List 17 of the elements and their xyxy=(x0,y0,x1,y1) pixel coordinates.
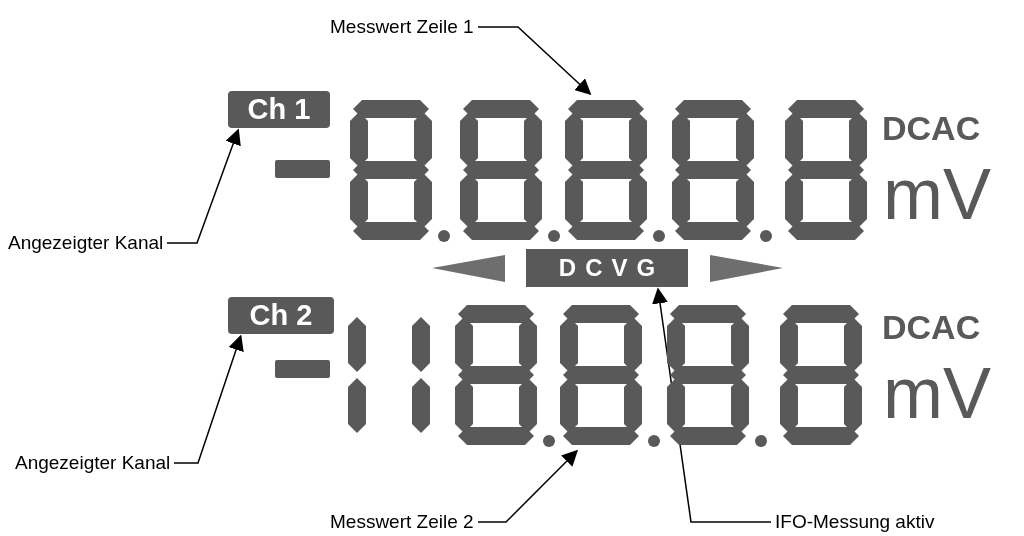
leader-arrow xyxy=(173,334,244,464)
channel-indicator: Ch 2 xyxy=(228,297,334,334)
unit-label: DCAC xyxy=(882,309,981,345)
unit-label: mV xyxy=(883,357,991,429)
channel-indicator: Ch 1 xyxy=(228,91,330,128)
leader-arrow xyxy=(477,26,592,96)
leader-arrow xyxy=(477,449,579,523)
callout-text: Messwert Zeile 1 xyxy=(330,16,474,38)
callout-text: Messwert Zeile 2 xyxy=(330,511,474,533)
mode-indicator: DCVG xyxy=(526,249,688,287)
callout-text: Angezeigter Kanal xyxy=(15,452,171,474)
leader-arrow xyxy=(652,287,772,523)
callout-text: Angezeigter Kanal xyxy=(8,232,164,254)
leader-arrow xyxy=(166,128,241,244)
unit-label: DCAC xyxy=(882,110,981,146)
unit-label: mV xyxy=(883,158,991,230)
callout-text: IFO-Messung aktiv xyxy=(775,511,935,533)
